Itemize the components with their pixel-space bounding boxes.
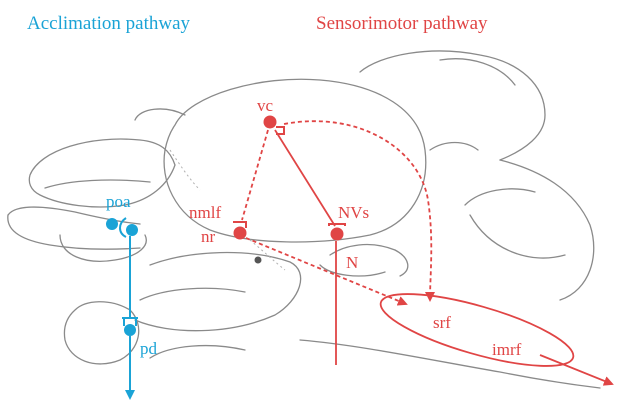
sensorimotor-pathway xyxy=(233,115,614,386)
sensorimotor-title: Sensorimotor pathway xyxy=(316,13,488,34)
label-vc: vc xyxy=(257,96,274,115)
acclimation-pathway xyxy=(106,217,138,400)
nvs-synapse xyxy=(328,223,346,226)
label-imrf: imrf xyxy=(492,340,522,359)
dashed-outline xyxy=(169,149,286,271)
vc-node xyxy=(263,115,277,129)
label-poa: poa xyxy=(106,192,131,211)
vc-to-nmlf-projection xyxy=(241,129,269,221)
label-pd: pd xyxy=(140,339,158,358)
labels: Acclimation pathway Sensorimotor pathway… xyxy=(27,13,522,359)
vc-synapse xyxy=(276,126,285,135)
vc-to-srf-projection xyxy=(283,120,436,302)
nr-to-srf-projection xyxy=(245,237,408,306)
label-n: N xyxy=(346,253,358,272)
label-nvs: NVs xyxy=(338,203,369,222)
reticular-formation-outline xyxy=(379,293,575,367)
small-dark-dot xyxy=(254,256,262,264)
label-srf: srf xyxy=(433,313,451,332)
poa-synapse-bracket xyxy=(118,217,127,238)
pd-node xyxy=(124,324,136,336)
nvs-to-vc-projection xyxy=(274,129,336,227)
nr-synapse xyxy=(233,221,247,228)
poa-node-right xyxy=(126,224,138,236)
label-nmlf: nmlf xyxy=(189,203,221,222)
label-nr: nr xyxy=(201,227,216,246)
brain-outline xyxy=(7,50,601,389)
poa-node-left xyxy=(106,218,118,230)
nvs-node xyxy=(330,227,344,241)
acclimation-title: Acclimation pathway xyxy=(27,13,191,34)
pd-synapse-bracket xyxy=(122,317,138,326)
imrf-output-arrow xyxy=(539,354,614,386)
nr-node xyxy=(233,226,247,240)
